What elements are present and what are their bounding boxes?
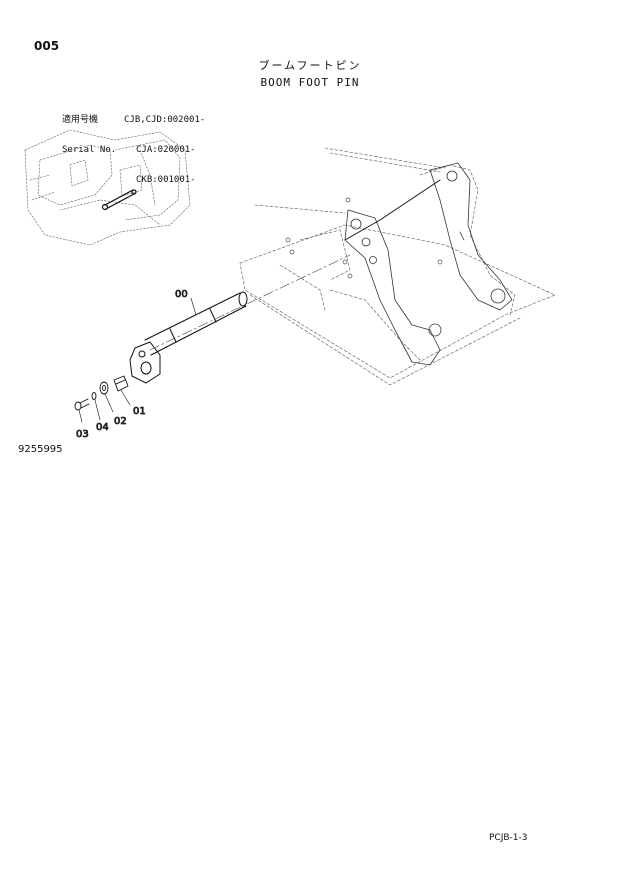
pin-center-line: [149, 254, 351, 351]
serial-range-2: CJA:020001-: [136, 145, 196, 155]
callout-00: 00: [175, 289, 188, 300]
serial-number-block: 適用号機 CJB,CJD:002001- Serial No. CJA:0200…: [62, 95, 205, 195]
leader-lines: [78, 297, 197, 423]
serial-range-3: CKB:001001-: [136, 175, 196, 185]
sheet-code: PCJB-1-3: [489, 833, 528, 843]
callout-03: 03: [76, 429, 89, 440]
drawing-number: 9255995: [18, 444, 63, 455]
page-number: 005: [34, 39, 60, 53]
boom-foot-frame: [239, 147, 556, 386]
callout-01: 01: [133, 406, 146, 417]
grease-line: [344, 179, 441, 241]
serial-label-en: Serial No.: [62, 145, 117, 155]
serial-label-jp: 適用号機: [62, 115, 99, 125]
bolt-part: [74, 398, 90, 411]
frame-bolts: [285, 197, 443, 279]
inset-pin-highlight: [101, 189, 137, 211]
serial-row-1: 適用号機 CJB,CJD:002001-: [62, 115, 205, 125]
serial-row-2: Serial No. CJA:020001-: [62, 145, 205, 155]
title-english: BOOM FOOT PIN: [260, 76, 360, 89]
serial-row-3: CKB:001001-: [62, 175, 205, 185]
lock-washer-part: [91, 392, 97, 400]
machine-overview-inset: [24, 129, 191, 246]
boom-bracket-right: [429, 162, 513, 311]
plate-part: [113, 375, 129, 392]
title-japanese: ブームフートピン: [258, 59, 362, 72]
serial-range-1: CJB,CJD:002001-: [124, 115, 206, 125]
boom-foot-pin: [129, 291, 248, 384]
washer-part: [99, 381, 109, 395]
boom-bracket-left: [344, 209, 442, 366]
callout-04: 04: [96, 422, 109, 433]
callout-02: 02: [114, 416, 127, 427]
